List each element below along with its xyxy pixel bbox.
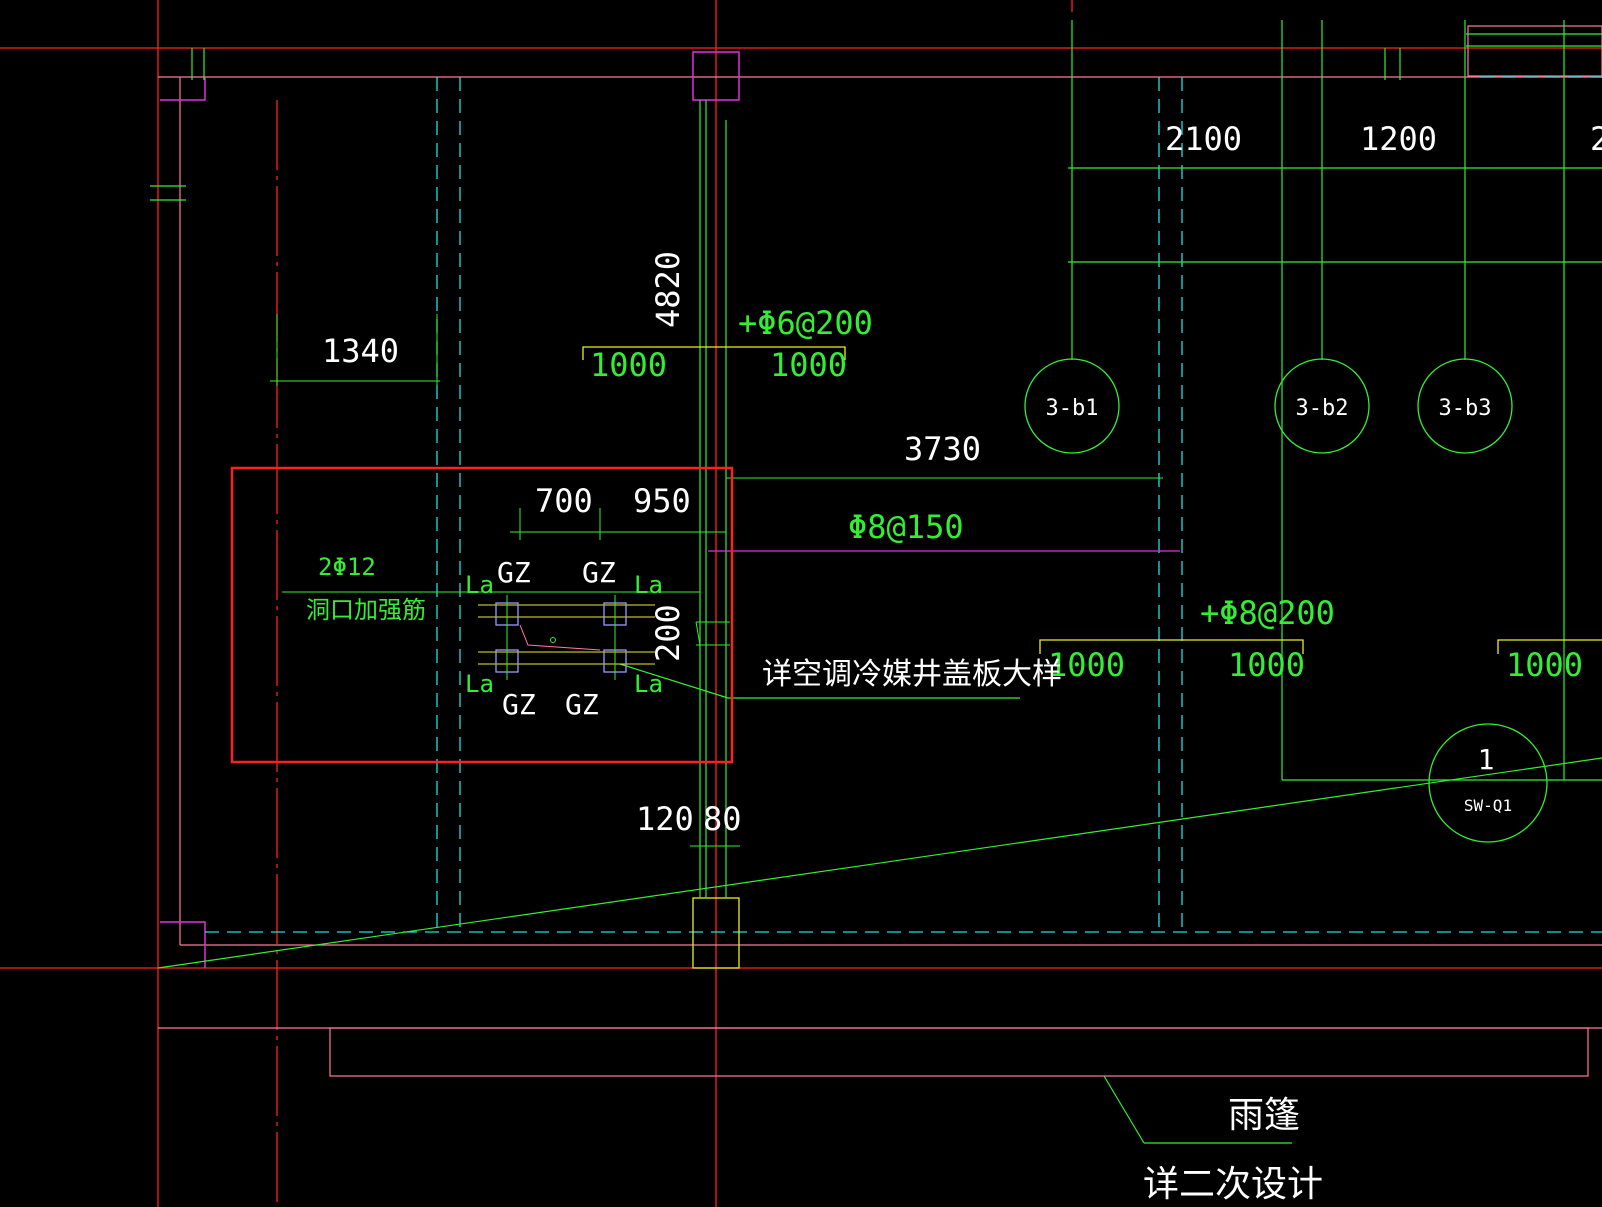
rebar-2phi12: 2Φ12 bbox=[318, 553, 376, 581]
slab-range-brackets bbox=[582, 346, 1602, 654]
dim-1200: 1200 bbox=[1360, 120, 1437, 158]
secondary-design-note: 详二次设计 bbox=[1143, 1164, 1323, 1205]
gz-label-tl: GZ bbox=[497, 556, 531, 589]
dim-1000-a: 1000 bbox=[590, 346, 667, 384]
dim-80: 80 bbox=[703, 800, 742, 838]
dim-1340: 1340 bbox=[322, 332, 399, 370]
corner-columns bbox=[160, 51, 740, 968]
wall-outlines bbox=[158, 25, 1602, 1077]
section-circle-b2 bbox=[1274, 358, 1370, 454]
dim-4820: 4820 bbox=[649, 251, 687, 328]
section-label-sw-number: 1 bbox=[1478, 743, 1495, 776]
rebar-phi6-200: +Φ6@200 bbox=[738, 304, 873, 342]
gz-label-bl: GZ bbox=[502, 688, 536, 721]
bottom-column bbox=[692, 897, 740, 969]
dim-1000-d: 1000 bbox=[1228, 646, 1305, 684]
dim-1000-e: 1000 bbox=[1506, 646, 1583, 684]
la-label-br: La bbox=[634, 670, 663, 698]
hidden-beam-lines bbox=[205, 76, 1602, 933]
canopy-label: 雨篷 bbox=[1228, 1095, 1300, 1136]
section-marks bbox=[1024, 358, 1548, 843]
opening-reinforcement-label: 洞口加强筋 bbox=[306, 596, 426, 624]
rebar-phi8-200: +Φ8@200 bbox=[1200, 594, 1335, 632]
section-label-b3: 3-b3 bbox=[1439, 396, 1492, 421]
structural-green-lines bbox=[150, 20, 1602, 1144]
dim-700: 700 bbox=[535, 482, 593, 520]
dim-950: 950 bbox=[633, 482, 691, 520]
rebar-phi8-150: Φ8@150 bbox=[848, 508, 964, 546]
dim-200: 200 bbox=[649, 604, 687, 662]
highlight-box[interactable] bbox=[230, 466, 734, 764]
section-label-b2: 3-b2 bbox=[1296, 396, 1349, 421]
section-label-b1: 3-b1 bbox=[1046, 396, 1099, 421]
gz-label-tr: GZ bbox=[582, 556, 616, 589]
la-label-tr: La bbox=[634, 571, 663, 599]
section-circle-b3 bbox=[1417, 358, 1513, 454]
dim-2100: 2100 bbox=[1165, 120, 1242, 158]
la-label-bl: La bbox=[465, 670, 494, 698]
dim-1000-b: 1000 bbox=[770, 346, 847, 384]
section-label-sw-name: SW-Q1 bbox=[1464, 796, 1512, 815]
section-circle-sw bbox=[1428, 723, 1548, 843]
dim-3730: 3730 bbox=[904, 430, 981, 468]
section-circle-b1 bbox=[1024, 358, 1120, 454]
dim-1000-c: 1000 bbox=[1048, 646, 1125, 684]
dimension-lines bbox=[270, 314, 1163, 847]
la-label-tl: La bbox=[465, 571, 494, 599]
dim-120: 120 bbox=[636, 800, 694, 838]
opening-reinforcement-detail bbox=[282, 591, 700, 680]
edge-char: 2 bbox=[1590, 120, 1602, 158]
gz-label-br: GZ bbox=[565, 688, 599, 721]
ac-shaft-detail-note: 详空调冷媒井盖板大样 bbox=[762, 657, 1062, 692]
